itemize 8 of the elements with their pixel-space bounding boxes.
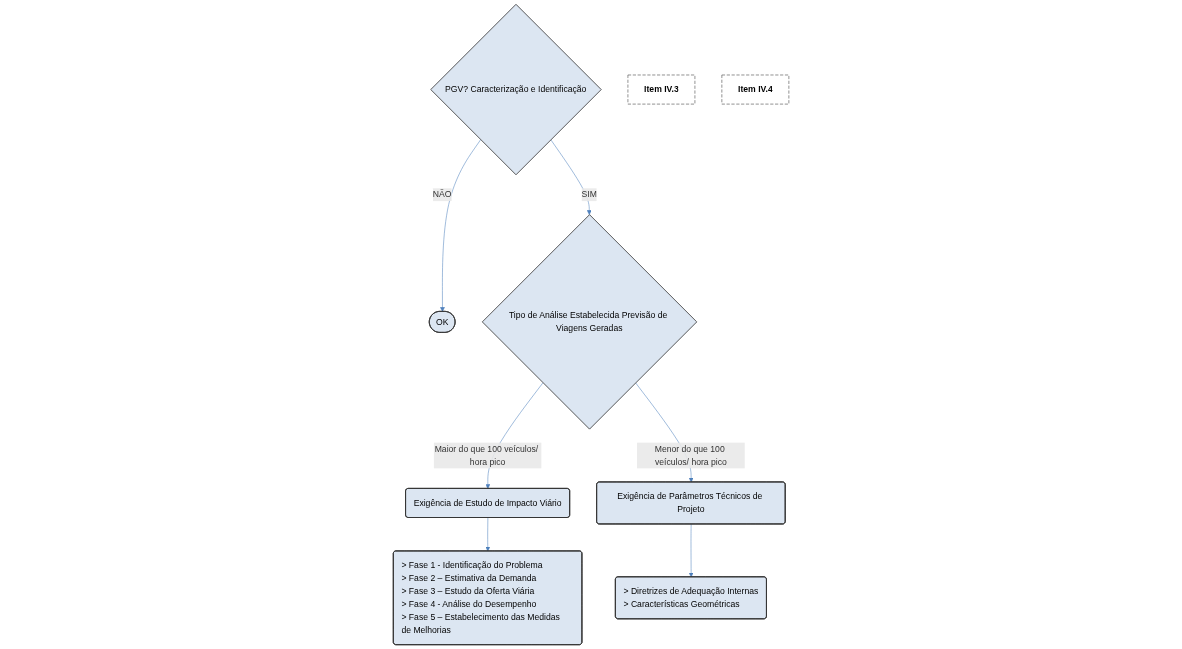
edge-label: Maior do que 100 veículos/ hora pico xyxy=(434,444,539,467)
node-box: Item IV.3 xyxy=(627,74,696,105)
edge-label: Menor do que 100 veículos/ hora pico xyxy=(654,444,727,467)
node-box: Item IV.4 xyxy=(721,74,790,105)
edge-label: SIM xyxy=(581,189,597,200)
edge-label: NÃO xyxy=(432,189,452,200)
node-diamond: Tipo de Análise Estabelecida Previsão de Viagens Geradas xyxy=(481,214,698,430)
node-diamond: PGV? Caracterização e Identificação xyxy=(430,3,602,176)
